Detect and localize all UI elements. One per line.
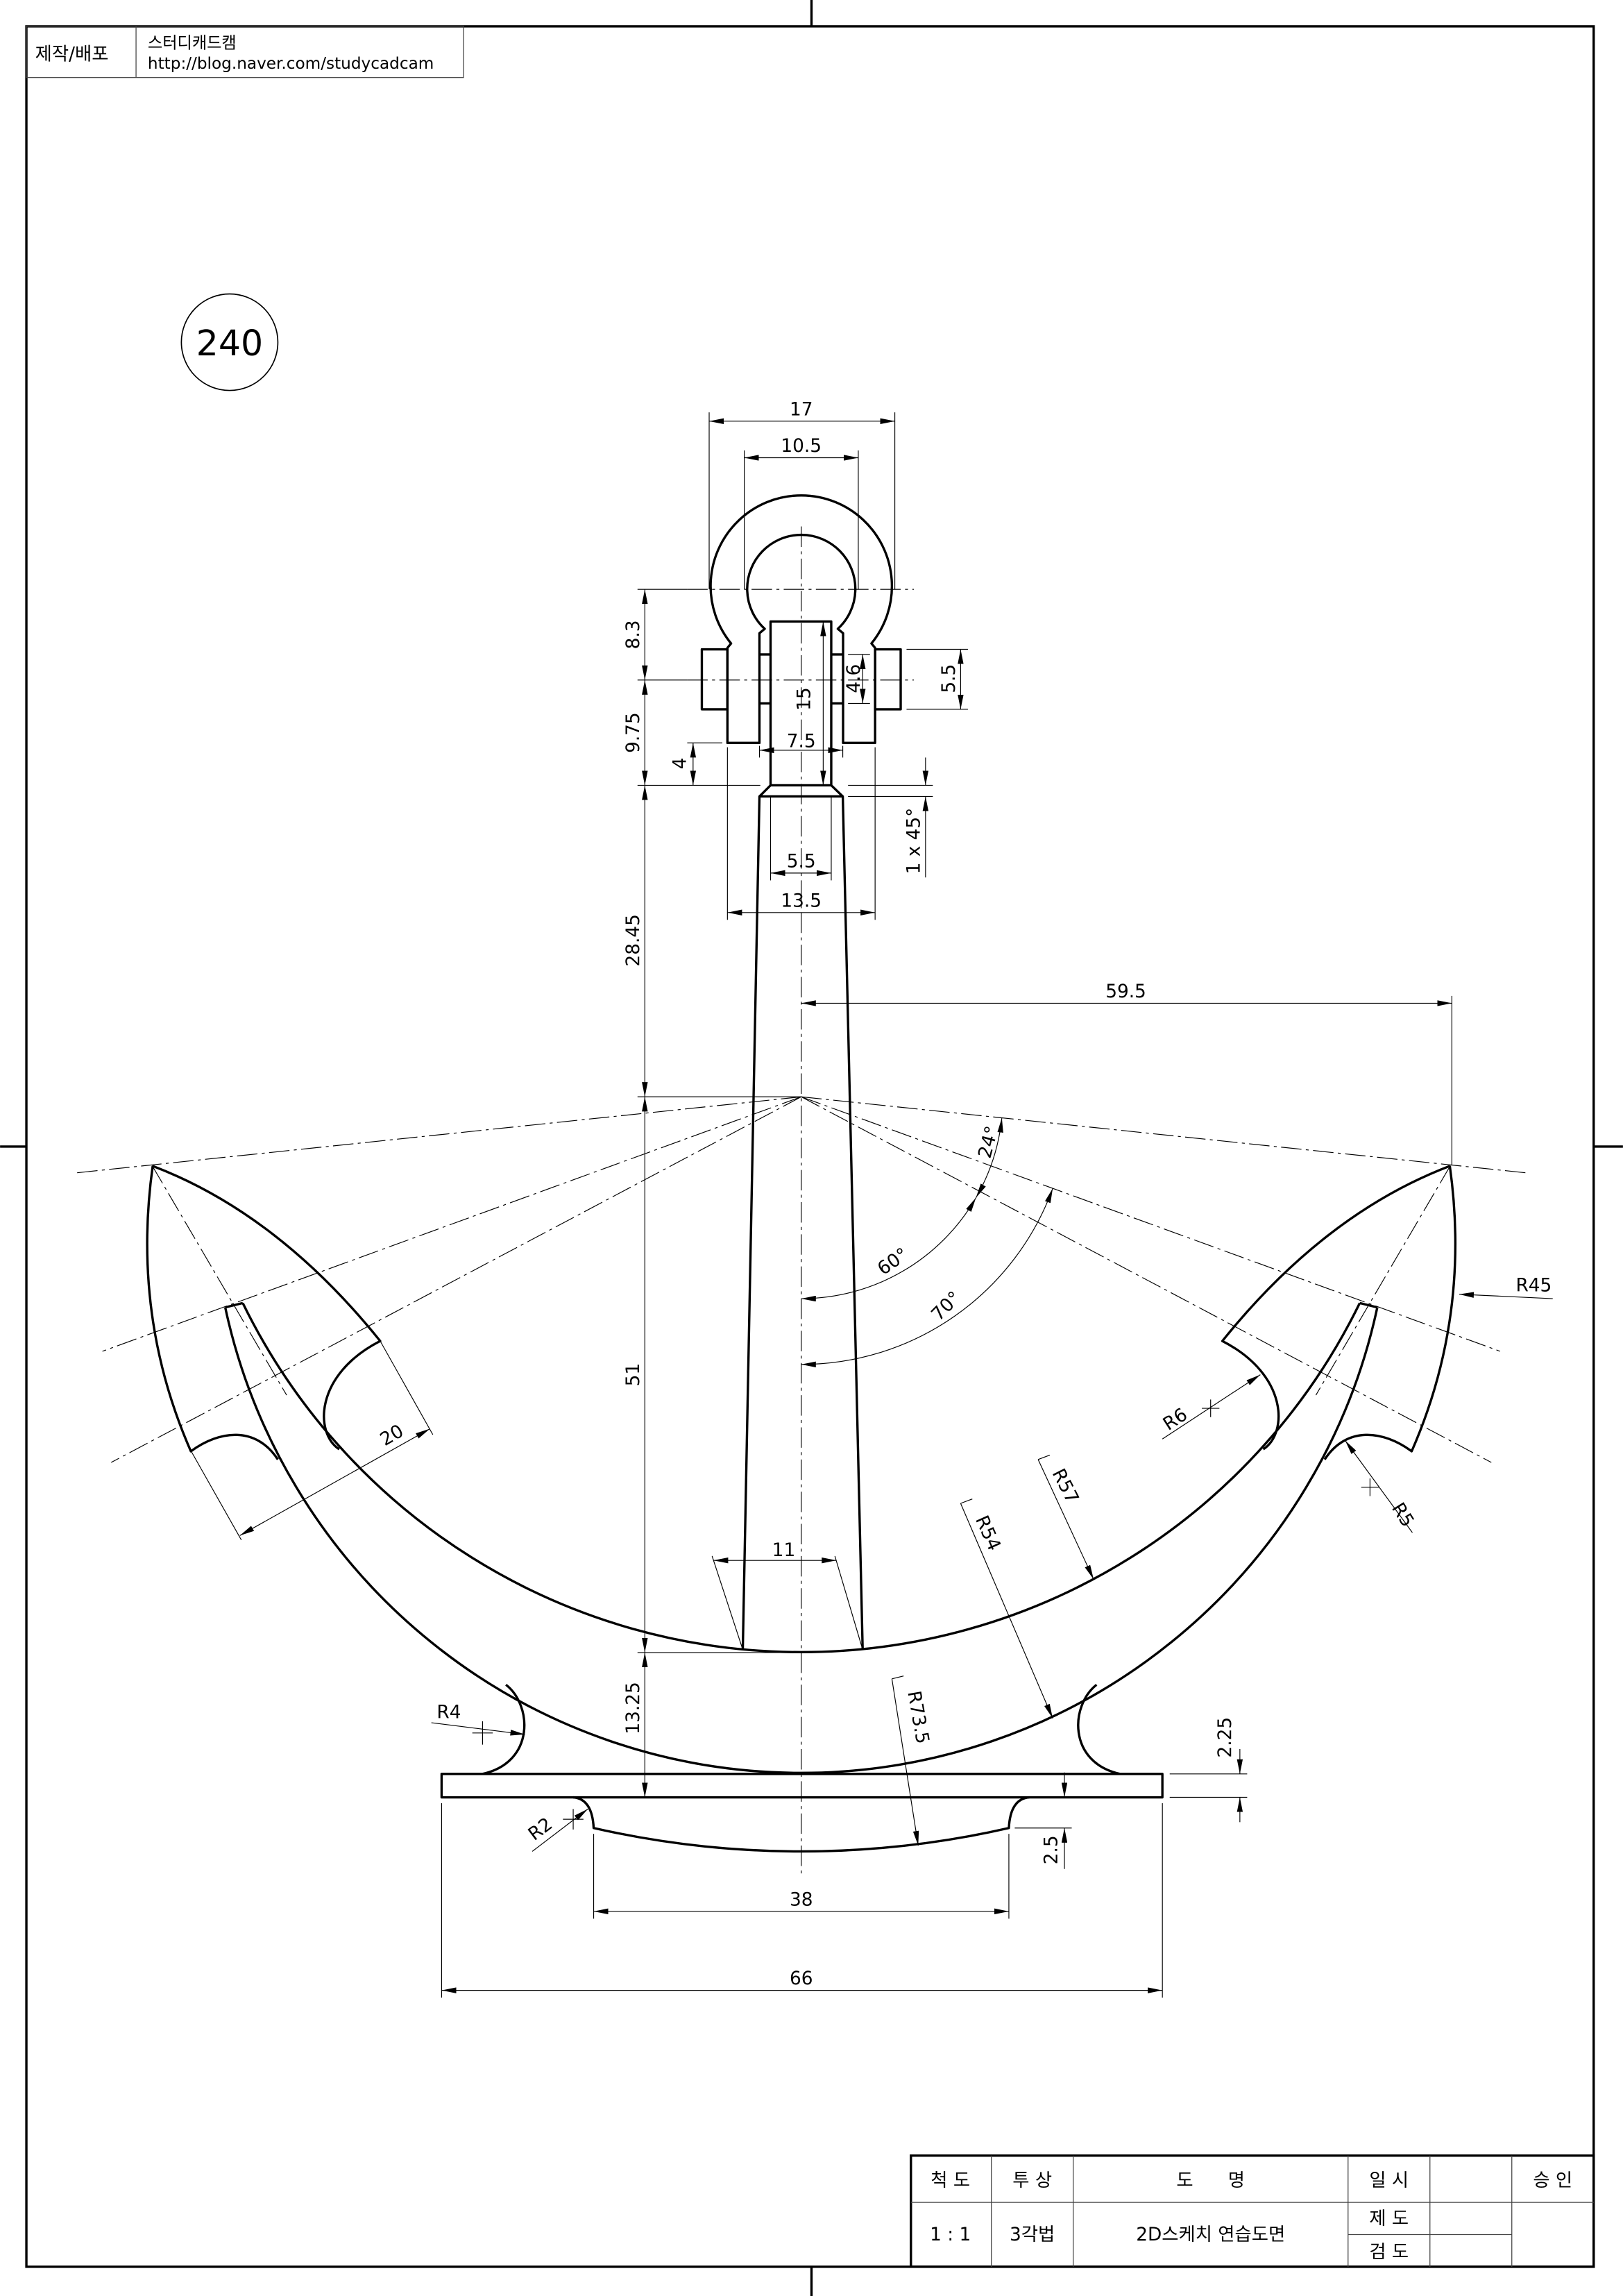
fluke-left xyxy=(146,1165,382,1460)
tb-name-label: 도 명 xyxy=(1176,2170,1245,2191)
shank xyxy=(741,784,864,1650)
dim-4: 4 xyxy=(670,757,690,769)
dim-66: 66 xyxy=(790,1968,813,1989)
dim-2-5: 2.5 xyxy=(1041,1835,1062,1864)
tb-scale-label: 척 도 xyxy=(931,2170,970,2191)
dim-2-25: 2.25 xyxy=(1215,1717,1236,1758)
dim-r73-5: R73.5 xyxy=(903,1689,933,1746)
dim-r57: R57 xyxy=(1048,1465,1082,1507)
shackle xyxy=(709,494,894,745)
drawing-number-badge: 240 xyxy=(180,293,279,391)
title-block: 척 도 투 상 도 명 일 시 승 인 1 : 1 3각법 2D스케치 연습도면… xyxy=(910,2154,1595,2268)
dim-5-5-neck: 5.5 xyxy=(787,851,816,872)
dim-angle-60: 60° xyxy=(874,1244,912,1279)
tb-drawn-label: 제 도 xyxy=(1369,2209,1409,2229)
dim-13-5: 13.5 xyxy=(781,890,822,911)
shank-top xyxy=(769,620,833,787)
pin-head-right xyxy=(874,648,902,711)
tb-projection-label: 투 상 xyxy=(1012,2170,1052,2191)
dimensions: 17 10.5 8.3 9.75 28.45 51 13.25 4 15 4.6… xyxy=(190,399,1553,1998)
tb-checked-label: 검 도 xyxy=(1369,2242,1409,2263)
dim-angle-24: 24° xyxy=(975,1124,1003,1160)
dim-10-5: 10.5 xyxy=(781,436,822,457)
tb-date-label: 일 시 xyxy=(1369,2170,1409,2191)
dim-11: 11 xyxy=(772,1540,796,1561)
dim-angle-70: 70° xyxy=(928,1288,965,1325)
dim-7-5: 7.5 xyxy=(787,732,816,752)
drawing-number: 240 xyxy=(196,323,263,364)
dim-20: 20 xyxy=(377,1421,407,1451)
dim-17: 17 xyxy=(790,399,813,420)
tb-scale-value: 1 : 1 xyxy=(930,2225,971,2245)
dim-8-3: 8.3 xyxy=(623,621,644,650)
dim-15: 15 xyxy=(794,687,815,711)
dim-4-6: 4.6 xyxy=(844,664,865,693)
base-plate xyxy=(440,1773,1164,1799)
header-url: http://blog.naver.com/studycadcam xyxy=(148,54,434,73)
fluke-right xyxy=(1221,1165,1456,1460)
author-header: 제작/배포 스터디캐드캠 http://blog.naver.com/study… xyxy=(26,26,464,78)
dim-r2: R2 xyxy=(525,1814,556,1845)
dim-28-45: 28.45 xyxy=(623,914,644,966)
dim-r45: R45 xyxy=(1515,1275,1552,1296)
tb-projection-value: 3각법 xyxy=(1010,2225,1055,2245)
tb-name-value: 2D스케치 연습도면 xyxy=(1136,2225,1285,2245)
pin xyxy=(759,653,844,705)
dim-r54: R54 xyxy=(971,1512,1004,1554)
dim-chamfer: 1 x 45° xyxy=(903,808,924,875)
anchor-part xyxy=(146,494,1456,1853)
crown-foot-right xyxy=(1077,1683,1121,1775)
center-lines xyxy=(76,526,1527,1875)
dim-59-5: 59.5 xyxy=(1105,981,1146,1002)
header-company: 스터디캐드캠 xyxy=(148,34,237,53)
tb-approve-label: 승 인 xyxy=(1533,2170,1572,2191)
dim-r4: R4 xyxy=(436,1703,461,1723)
crown-foot-left xyxy=(482,1683,526,1775)
dim-r6: R6 xyxy=(1159,1404,1191,1435)
header-label: 제작/배포 xyxy=(35,44,109,65)
dim-5-5-pin: 5.5 xyxy=(939,664,960,693)
dim-38: 38 xyxy=(790,1889,813,1910)
dim-9-75: 9.75 xyxy=(623,712,644,753)
base-recess xyxy=(572,1796,1030,1853)
pin-head-left xyxy=(700,648,729,711)
dim-51: 51 xyxy=(623,1363,644,1387)
dim-13-25: 13.25 xyxy=(623,1682,644,1734)
